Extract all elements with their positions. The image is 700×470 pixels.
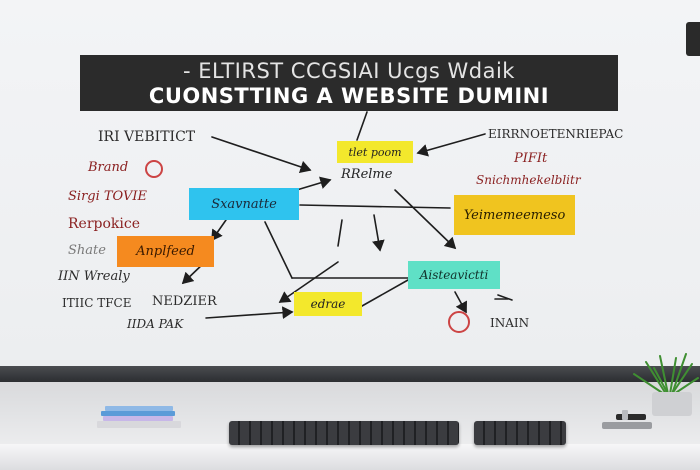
title-line-1: - ELTIRST CCGSIAI Ucgs Wdaik xyxy=(183,59,515,83)
card-right-yellow: Yeimemeemeso xyxy=(454,195,575,235)
title-banner: - ELTIRST CCGSIAI Ucgs Wdaik CUONSTTING … xyxy=(80,55,618,111)
red-circle-mark xyxy=(145,160,163,178)
left-note-5: Shate xyxy=(68,243,106,258)
connector-arrows xyxy=(181,111,513,320)
wall-lamp xyxy=(686,22,700,56)
left-note-4: Rerpokice xyxy=(68,216,140,232)
stapler xyxy=(602,410,652,429)
keyboard xyxy=(229,421,459,445)
desk-edge xyxy=(0,444,700,470)
center-label: RRelme xyxy=(341,167,393,182)
left-note-9: IIDA PAK xyxy=(127,317,184,331)
numeric-keypad xyxy=(474,421,566,445)
left-note-7: ITIIC TFCE xyxy=(62,296,132,310)
right-note-1: EIRRNOETENRIEPAC xyxy=(488,127,624,141)
right-note-3: Snichmhekelblitr xyxy=(476,173,581,187)
card-cyan: Sxavnatte xyxy=(189,188,299,220)
left-note-1: IRI VEBITICT xyxy=(98,129,196,145)
card-top-yellow: tlet poom xyxy=(337,141,413,163)
card-bottom-yellow: edrae xyxy=(294,292,362,316)
whiteboard-ledge xyxy=(0,366,700,382)
red-circle-mark-right xyxy=(448,311,470,333)
left-note-6: IIN Wrealy xyxy=(58,269,130,284)
right-note-4: INAIN xyxy=(490,316,530,330)
card-orange: Anplfeed xyxy=(117,236,214,267)
book xyxy=(105,406,173,411)
book xyxy=(101,411,175,416)
book xyxy=(103,416,173,421)
left-note-8: NEDZIER xyxy=(152,294,217,309)
potted-plant xyxy=(633,353,699,416)
right-note-2: PIFIt xyxy=(514,151,548,166)
title-line-2: CUONSTTING A WEBSITE DUMINI xyxy=(148,84,550,108)
left-note-3: Sirgi TOVIE xyxy=(68,189,148,204)
book-stack xyxy=(95,404,187,430)
card-green: Aisteavictti xyxy=(408,261,500,289)
book xyxy=(97,421,181,428)
left-note-2: Brand xyxy=(88,160,129,175)
